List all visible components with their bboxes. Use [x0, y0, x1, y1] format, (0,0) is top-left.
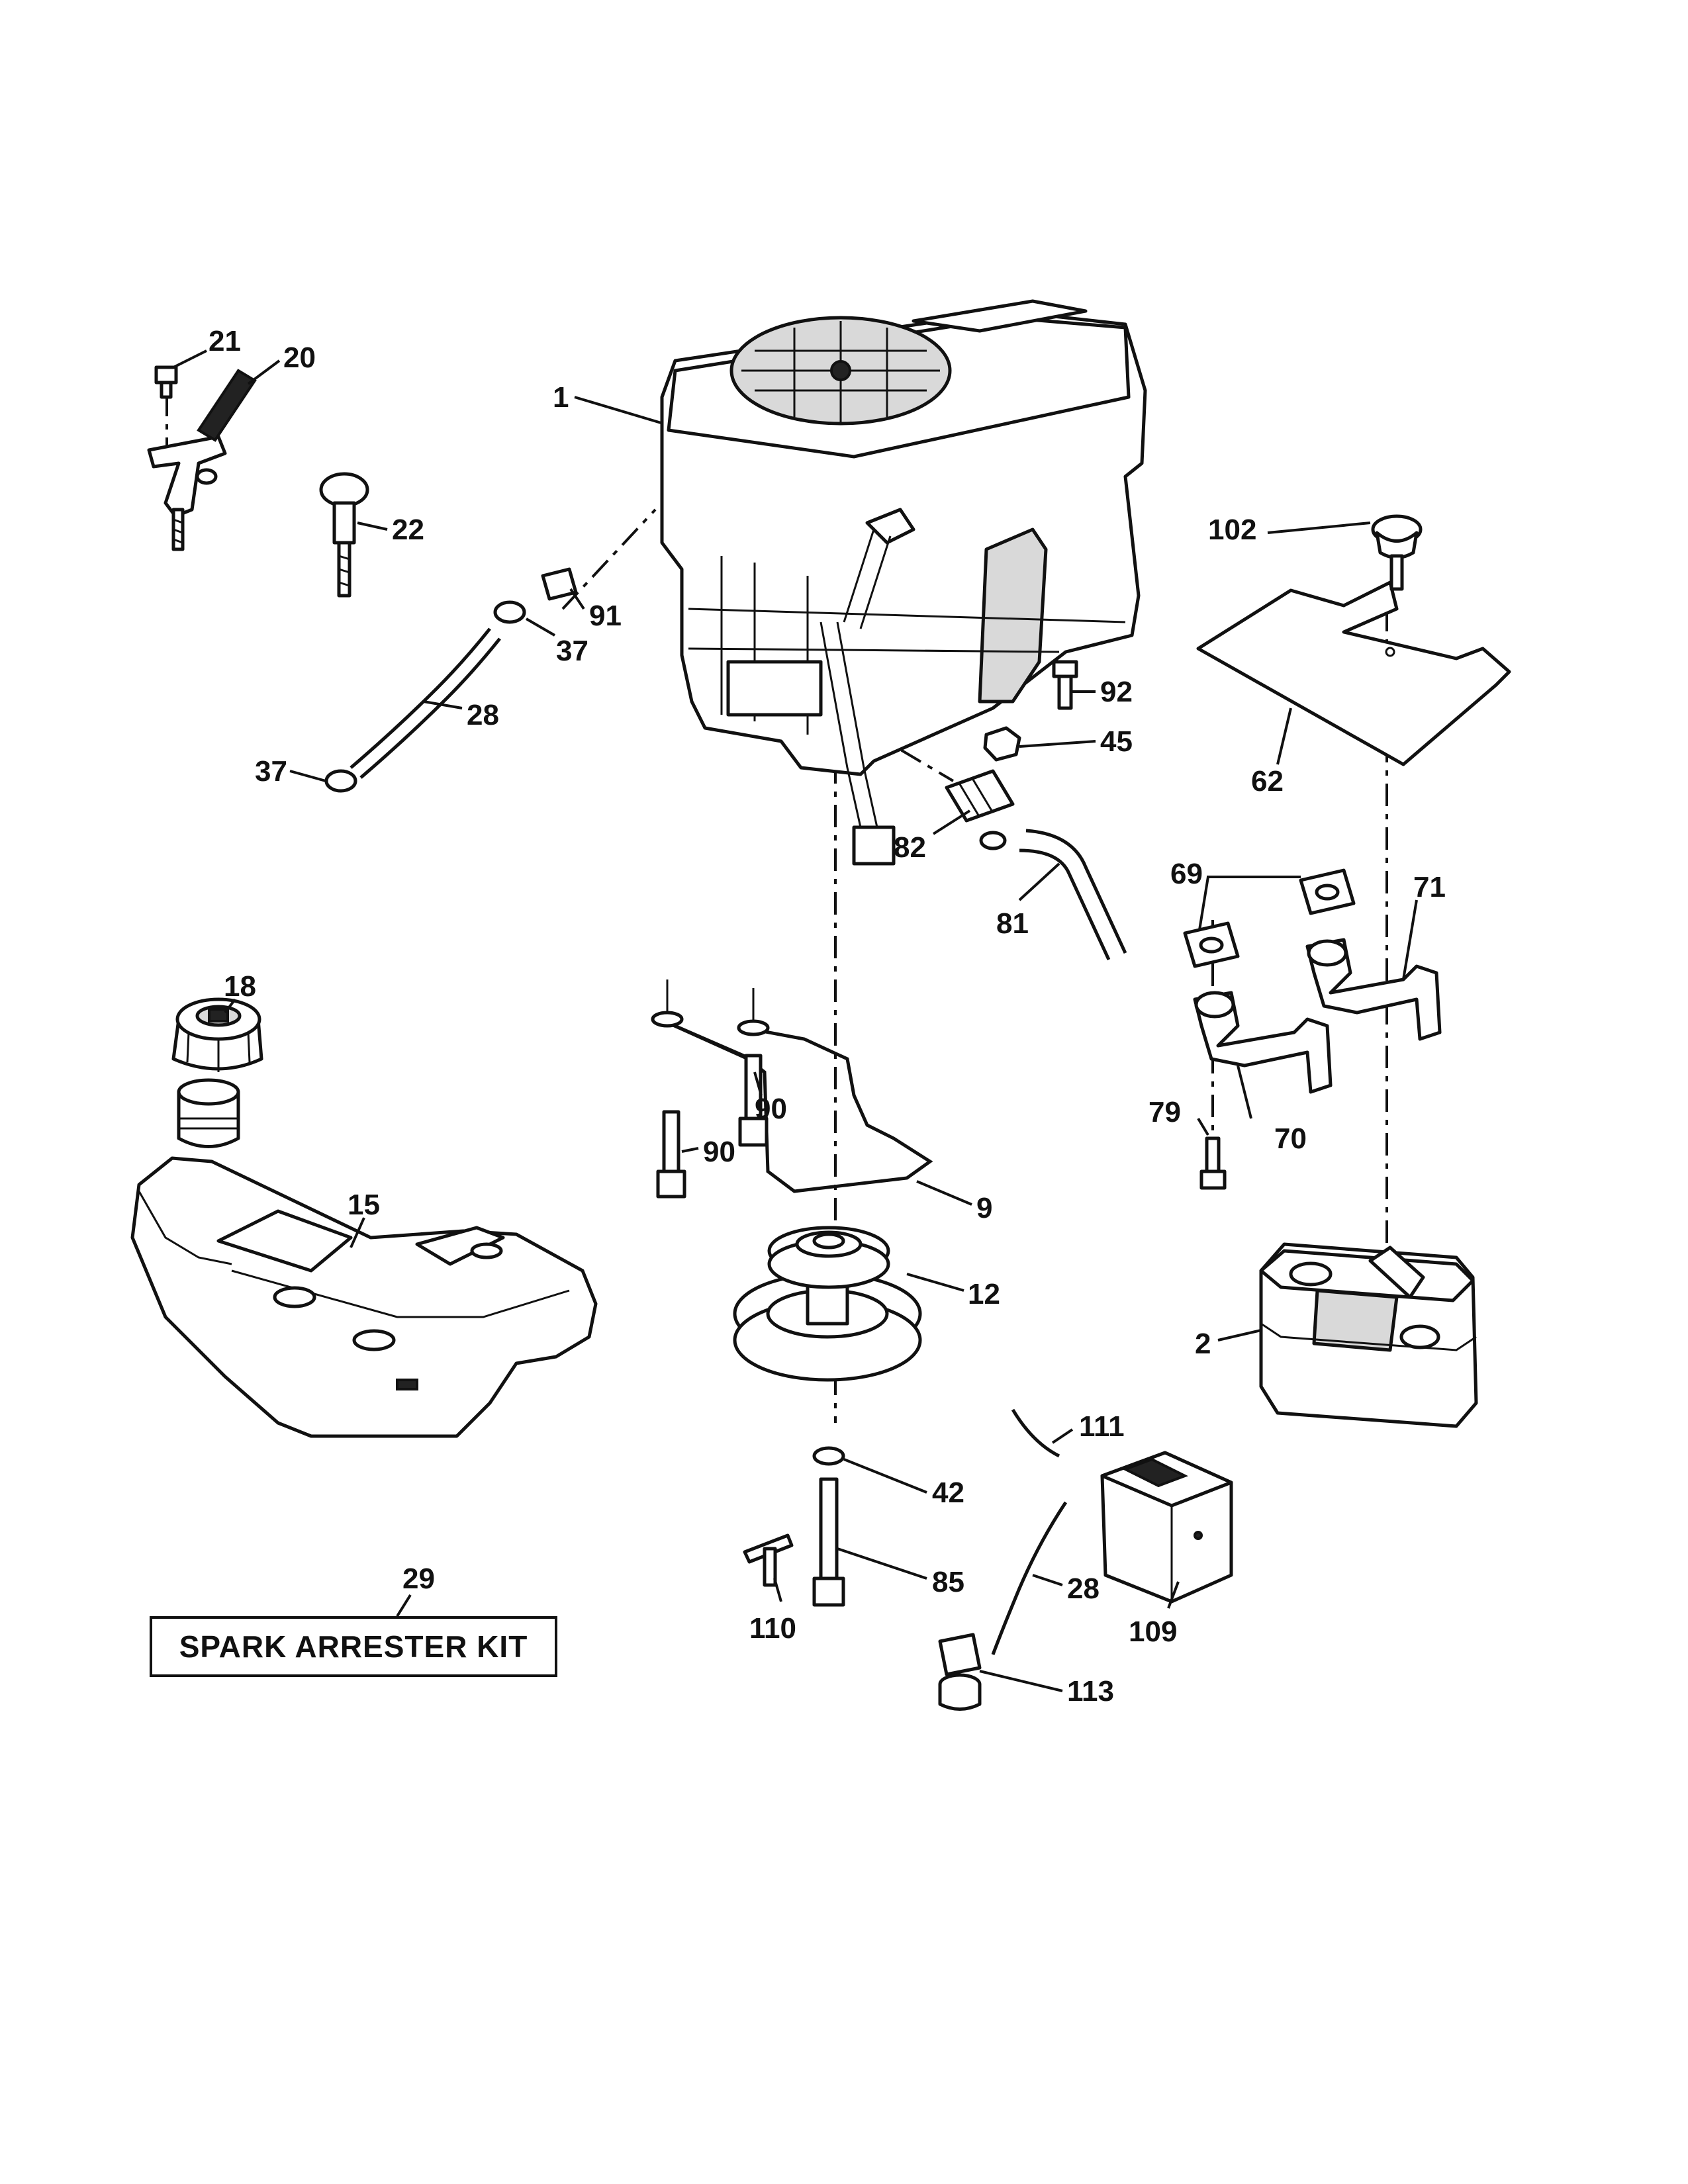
bolt-90-b — [656, 1110, 686, 1199]
choke-knob — [319, 472, 369, 598]
muffler-icon — [1259, 1242, 1478, 1428]
callout-20: 20 — [283, 341, 316, 374]
callout-90-upper: 90 — [755, 1093, 787, 1125]
callout-labels: 1 2 9 12 15 18 20 21 22 28 28 29 37 37 4… — [209, 325, 1446, 1707]
fuel-hose-28-upper — [350, 627, 501, 779]
bolt-79 — [1199, 1136, 1227, 1190]
fuel-hose-28-lower — [991, 1501, 1068, 1655]
fitting-91 — [541, 567, 578, 601]
shutoff-valve-113 — [938, 1633, 982, 1711]
callout-109: 109 — [1129, 1615, 1177, 1648]
fuel-filter-icon — [1100, 1451, 1233, 1604]
callout-82: 82 — [894, 831, 926, 864]
callout-28-upper: 28 — [467, 699, 499, 731]
callout-45: 45 — [1100, 725, 1133, 758]
callout-28-lower: 28 — [1067, 1572, 1100, 1605]
fuel-pump-82 — [945, 769, 1015, 850]
callout-85: 85 — [932, 1566, 964, 1598]
callout-15: 15 — [348, 1189, 380, 1221]
hose-111 — [1011, 1408, 1060, 1458]
engine-fan-grille — [741, 321, 940, 424]
spark-arrester-kit-box: SPARK ARRESTER KIT — [150, 1616, 557, 1677]
throttle-lever — [147, 369, 257, 551]
bolt-92 — [1052, 660, 1078, 710]
fuel-tank-icon — [130, 1078, 598, 1438]
callout-79: 79 — [1149, 1096, 1181, 1128]
callout-42: 42 — [932, 1477, 964, 1509]
hose-clamp-37-a — [493, 600, 526, 624]
callout-110: 110 — [749, 1612, 796, 1645]
callout-70: 70 — [1274, 1122, 1307, 1155]
callout-90-lower: 90 — [703, 1136, 735, 1168]
callout-81: 81 — [996, 907, 1029, 940]
engine-icon — [660, 299, 1147, 866]
callout-111: 111 — [1079, 1410, 1125, 1443]
callout-71: 71 — [1413, 871, 1446, 903]
callout-21: 21 — [209, 325, 241, 357]
callout-22: 22 — [392, 514, 424, 546]
hose-clamp-37-b — [324, 769, 357, 793]
callout-2: 2 — [1195, 1328, 1211, 1360]
callout-18: 18 — [224, 970, 256, 1003]
heat-shield-62 — [1196, 580, 1511, 766]
exhaust-pipe-70 — [1193, 991, 1333, 1094]
screw-21 — [154, 365, 178, 399]
pin-110 — [743, 1533, 794, 1587]
callout-69: 69 — [1170, 858, 1203, 890]
knob-102 — [1371, 514, 1423, 591]
exhaust-pipe-71 — [1305, 938, 1442, 1041]
callout-113: 113 — [1067, 1675, 1114, 1707]
gasket-69-a — [1299, 868, 1356, 915]
bolt-85 — [812, 1477, 845, 1607]
callout-37-upper: 37 — [556, 635, 588, 667]
spark-arrester-kit-label: SPARK ARRESTER KIT — [179, 1629, 528, 1664]
callout-1: 1 — [553, 381, 569, 414]
callout-62: 62 — [1251, 765, 1284, 797]
washer-42 — [812, 1446, 845, 1466]
callout-29: 29 — [402, 1563, 435, 1595]
fuel-cap-icon — [171, 997, 263, 1072]
nut-45 — [983, 726, 1021, 762]
pulley-icon — [733, 1226, 922, 1382]
callout-9: 9 — [976, 1192, 992, 1224]
leader-lines — [171, 349, 1418, 1692]
callout-37-lower: 37 — [255, 755, 287, 788]
heat-shield-wire — [651, 979, 933, 1193]
callout-12: 12 — [968, 1278, 1000, 1310]
bolt-90-a — [738, 1054, 769, 1147]
gasket-69-b — [1183, 921, 1240, 968]
fuel-hose-81 — [1019, 829, 1127, 961]
callout-92: 92 — [1100, 676, 1133, 708]
callout-102: 102 — [1208, 514, 1256, 546]
callout-91: 91 — [589, 600, 622, 632]
